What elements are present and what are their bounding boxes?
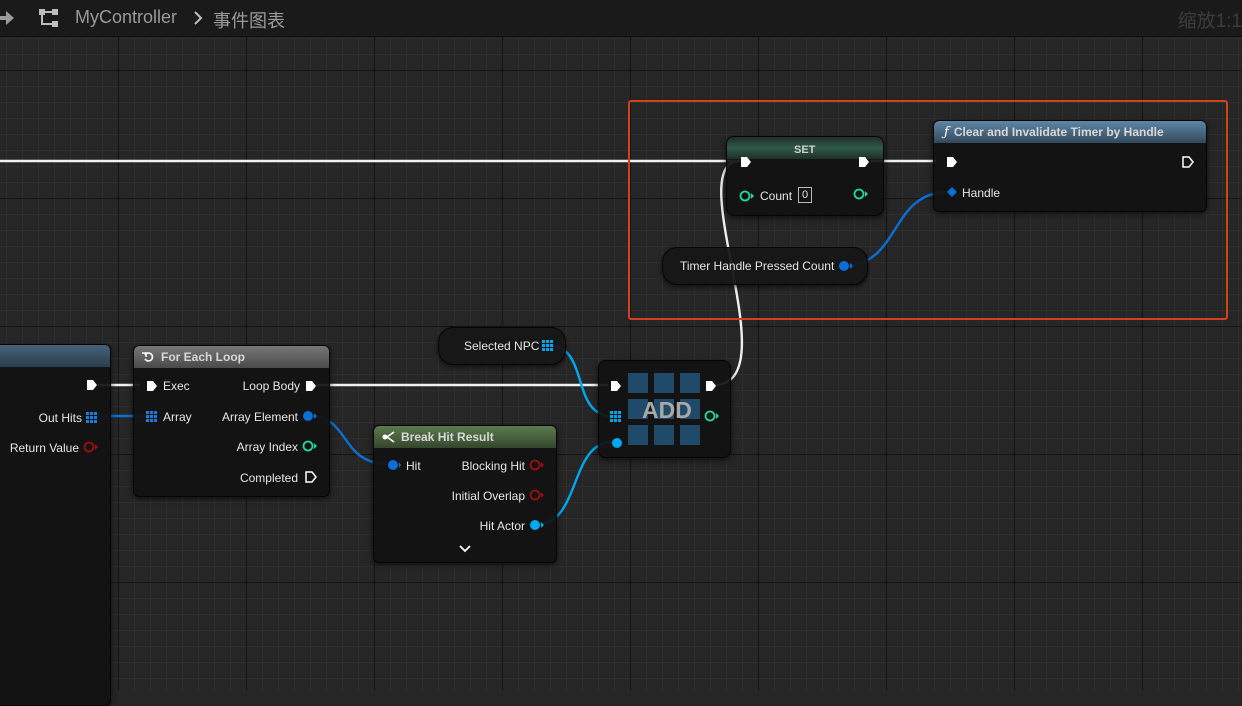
array-pin-icon[interactable] bbox=[541, 339, 555, 353]
exec-in-pin[interactable] bbox=[145, 379, 159, 393]
exec-out-pin[interactable] bbox=[304, 379, 318, 393]
array-pin-icon[interactable] bbox=[145, 410, 159, 424]
int-pin-icon[interactable] bbox=[704, 409, 720, 423]
exec-label: Exec bbox=[163, 379, 190, 393]
hit-label: Hit bbox=[406, 459, 421, 473]
array-grid-icon bbox=[628, 373, 700, 445]
set-title: SET bbox=[794, 144, 816, 156]
completed-label: Completed bbox=[239, 471, 298, 485]
bool-pin-icon[interactable] bbox=[529, 458, 545, 472]
selection-marquee bbox=[628, 100, 1228, 320]
node-title: For Each Loop bbox=[161, 350, 245, 364]
chevron-right-icon bbox=[194, 11, 203, 25]
object-pin-icon[interactable] bbox=[529, 518, 545, 532]
array-label: Array bbox=[163, 410, 192, 424]
struct-pin-icon[interactable] bbox=[838, 259, 854, 273]
exec-out-pin[interactable] bbox=[857, 155, 871, 169]
int-pin-icon[interactable] bbox=[739, 189, 755, 203]
exec-out-pin[interactable] bbox=[704, 379, 718, 393]
array-element-label: Array Element bbox=[221, 410, 298, 424]
exec-out-pin[interactable] bbox=[85, 378, 99, 392]
hit-actor-label: Hit Actor bbox=[479, 519, 525, 533]
function-icon: ƒ bbox=[944, 124, 949, 140]
exec-in-pin[interactable] bbox=[609, 379, 623, 393]
int-pin-icon[interactable] bbox=[302, 439, 318, 453]
blocking-hit-label: Blocking Hit bbox=[461, 459, 525, 473]
int-pin-icon[interactable] bbox=[853, 187, 869, 201]
graph-toolbar: MyController 事件图表 缩放1:1 bbox=[0, 0, 1242, 37]
array-pin-icon[interactable] bbox=[85, 411, 99, 425]
graph-icon bbox=[39, 9, 58, 27]
struct-pin-icon[interactable] bbox=[302, 409, 318, 423]
node-title: Clear and Invalidate Timer by Handle bbox=[953, 125, 1164, 139]
node-header: Break Hit Result bbox=[374, 426, 556, 448]
array-pin-icon[interactable] bbox=[609, 410, 623, 424]
breadcrumb-current: 事件图表 bbox=[213, 11, 285, 31]
node-break-hit-result[interactable]: Break Hit Result Hit Blocking Hit Initia… bbox=[373, 425, 557, 563]
exec-in-pin[interactable] bbox=[739, 155, 753, 169]
loop-icon bbox=[142, 352, 154, 362]
node-clear-invalidate-timer[interactable]: ƒ Clear and Invalidate Timer by Handle H… bbox=[933, 120, 1207, 212]
node-for-each-loop[interactable]: For Each Loop Exec Array Loop Body Array… bbox=[133, 345, 330, 497]
initial-overlap-label: Initial Overlap bbox=[451, 489, 525, 503]
node-array-add[interactable]: ADD bbox=[598, 360, 731, 458]
bool-pin-icon[interactable] bbox=[529, 488, 545, 502]
selected-npc-label: Selected NPC bbox=[464, 339, 540, 353]
array-index-label: Array Index bbox=[236, 440, 298, 454]
zoom-level: 缩放1:1 bbox=[1177, 11, 1242, 32]
struct-pin-icon[interactable] bbox=[385, 458, 401, 472]
node-title: Break Hit Result bbox=[401, 430, 494, 444]
graph-canvas[interactable] bbox=[0, 0, 1242, 690]
timer-handle-label: Timer Handle Pressed Count bbox=[680, 259, 835, 273]
object-pin-icon[interactable] bbox=[609, 436, 625, 450]
node-header: ƒ Clear and Invalidate Timer by Handle bbox=[934, 121, 1206, 143]
node-header bbox=[0, 345, 110, 367]
add-node-title: ADD bbox=[642, 397, 692, 423]
break-struct-icon bbox=[382, 431, 395, 443]
expand-chevron-icon[interactable] bbox=[458, 544, 472, 554]
back-arrow-icon[interactable] bbox=[0, 9, 16, 27]
struct-ref-pin-icon[interactable] bbox=[946, 186, 958, 198]
exec-out-pin-empty[interactable] bbox=[304, 470, 318, 484]
out-hits-label: Out Hits bbox=[38, 411, 82, 425]
set-header-bar bbox=[727, 137, 883, 159]
count-label: Count bbox=[760, 189, 793, 203]
bool-pin-icon[interactable] bbox=[83, 440, 99, 454]
node-set-count[interactable]: SET Count 0 bbox=[726, 136, 884, 216]
breadcrumb-root[interactable]: MyController bbox=[75, 7, 178, 27]
loop-body-label: Loop Body bbox=[242, 379, 300, 393]
count-value-field[interactable]: 0 bbox=[798, 187, 813, 203]
exec-out-pin-empty[interactable] bbox=[1181, 155, 1195, 169]
exec-in-pin[interactable] bbox=[945, 155, 959, 169]
node-selected-npc-getter[interactable]: Selected NPC bbox=[438, 327, 566, 365]
handle-label: Handle bbox=[962, 186, 1001, 200]
node-line-trace[interactable]: Out Hits Return Value bbox=[0, 344, 111, 706]
return-value-label: Return Value bbox=[9, 441, 79, 455]
node-header: For Each Loop bbox=[134, 346, 329, 368]
node-timer-handle-getter[interactable]: Timer Handle Pressed Count bbox=[662, 247, 868, 285]
